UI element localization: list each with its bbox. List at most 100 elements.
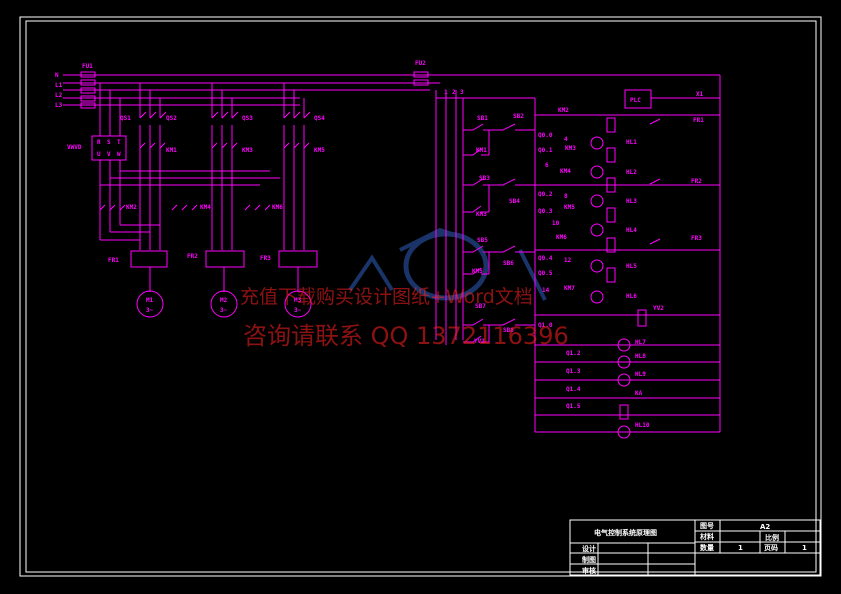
review-label: 审核 (582, 566, 596, 575)
lamp-hl2: HL2 (626, 169, 637, 176)
fuse-label-fu1: FU1 (82, 63, 93, 70)
ctrl-x1: X1 (696, 91, 704, 98)
control-fuse: FU2 (413, 60, 429, 86)
ctrl-fr1: FR1 (693, 117, 704, 124)
ctrl-km5: KM5 (472, 268, 483, 275)
node-12: 12 (564, 257, 572, 264)
supply-bus: N L1 L2 L3 FU1 FU2 1 2 3 (55, 60, 720, 109)
motor-m2-name: M2 (220, 297, 228, 304)
lamp-hl1: HL1 (626, 139, 637, 146)
motor-m3 (284, 290, 312, 318)
motor-m3-name: M3 (294, 297, 302, 304)
plc-label: PLC (630, 97, 641, 104)
label-qs2: QS2 (166, 115, 177, 122)
qty-value: 1 (738, 544, 743, 552)
ctrl-sb8: SB8 (503, 327, 514, 334)
lamp-hl3: HL3 (626, 198, 637, 205)
page-value: 1 (802, 544, 807, 552)
label-km1: KM1 (166, 147, 177, 154)
coil-km3: KM3 (565, 145, 576, 152)
ctrl-sb4: SB4 (509, 198, 520, 205)
plc-box (624, 89, 652, 109)
label-qs4: QS4 (314, 115, 325, 122)
vfd-r: R (97, 139, 101, 146)
ctrl-km3: KM3 (476, 211, 487, 218)
ctrl-yv2: YV2 (474, 338, 485, 345)
coil-yv2: YV2 (653, 305, 664, 312)
ctrl-sb1: SB1 (477, 115, 488, 122)
label-qs3: QS3 (242, 115, 253, 122)
out-q12: Q1.2 (566, 350, 581, 357)
branch-3: M3 3~ (278, 83, 318, 318)
node-10: 10 (552, 220, 560, 227)
line-label-l2: L2 (55, 92, 63, 99)
ctrl-sb2: SB2 (513, 113, 524, 120)
vfd-s: S (107, 139, 111, 146)
ctrl-km1: KM1 (476, 147, 487, 154)
vfd-v: V (107, 151, 111, 158)
node-6: 6 (545, 162, 549, 169)
qty-label: 数量 (700, 543, 714, 552)
vfd-t: T (117, 139, 121, 146)
line-label-l3: L3 (55, 102, 63, 109)
page-label: 页码 (764, 544, 778, 552)
control-circuit: SB1 SB2 KM1 SB3 SB4 KM3 SB5 SB6 KM5 SB7 … (435, 75, 721, 439)
out-q05: Q0.5 (538, 270, 553, 277)
power-circuit: VWVD R S T U V W M1 3~ (67, 83, 325, 318)
label-qs1: QS1 (120, 115, 131, 122)
lamp-hl6: HL6 (626, 293, 637, 300)
coil-km5: KM5 (564, 204, 575, 211)
node-8: 8 (564, 193, 568, 200)
line-label-n: N (55, 72, 59, 79)
lamp-hl9: HL9 (635, 371, 646, 378)
label-km6: KM6 (272, 204, 283, 211)
ctrl-sb3: SB3 (479, 175, 490, 182)
vfd-w: W (117, 151, 121, 158)
main-fuse: FU1 (80, 63, 96, 109)
lamp-hl7: HL7 (635, 339, 646, 346)
ctrl-tap-2: 2 (452, 89, 456, 96)
vfd-label: VWVD (67, 144, 82, 151)
ctrl-sb7: SB7 (475, 303, 486, 310)
drawing-title: 电气控制系统原理图 (594, 528, 657, 537)
ctrl-fr2: FR2 (691, 178, 702, 185)
coil-km2: KM2 (558, 107, 569, 114)
indicator-lamps (590, 136, 631, 439)
lamp-hl8: HL8 (635, 353, 646, 360)
fuse-label-fu2: FU2 (415, 60, 426, 67)
out-q10: Q1.0 (538, 322, 553, 329)
label-km5: KM5 (314, 147, 325, 154)
out-q03: Q0.3 (538, 208, 553, 215)
motor-m1 (136, 290, 164, 318)
node-4: 4 (564, 136, 568, 143)
coil-km6: KM6 (556, 234, 567, 241)
coil-ka: KA (635, 390, 643, 397)
inner-frame (25, 20, 817, 573)
label-km3: KM3 (242, 147, 253, 154)
label-km4: KM4 (200, 204, 211, 211)
node-14: 14 (542, 287, 550, 294)
watermark-line-1: 充值下载购买设计图纸+Word文档 (240, 286, 533, 308)
motor-m2 (210, 290, 238, 318)
label-fr1: FR1 (108, 257, 119, 264)
ctrl-sb6: SB6 (503, 260, 514, 267)
ctrl-fr3: FR3 (691, 235, 702, 242)
line-label-l1: L1 (55, 82, 63, 89)
out-q04: Q0.4 (538, 255, 553, 262)
branch-1: M1 3~ (130, 83, 168, 318)
coil-km4: KM4 (560, 168, 571, 175)
out-q02: Q0.2 (538, 191, 553, 198)
branch-2: M2 3~ (205, 83, 245, 318)
motor-m1-sub: 3~ (146, 307, 154, 314)
vfd-box (91, 135, 127, 161)
out-q13: Q1.3 (566, 368, 581, 375)
material-label: 材料 (699, 532, 714, 541)
design-label: 设计 (582, 544, 596, 553)
out-q00: Q0.0 (538, 132, 553, 139)
ctrl-sb5: SB5 (477, 237, 488, 244)
label-km2: KM2 (126, 204, 137, 211)
outer-frame (19, 16, 822, 577)
lamp-hl5: HL5 (626, 263, 637, 270)
drawing-no: A2 (760, 523, 770, 531)
